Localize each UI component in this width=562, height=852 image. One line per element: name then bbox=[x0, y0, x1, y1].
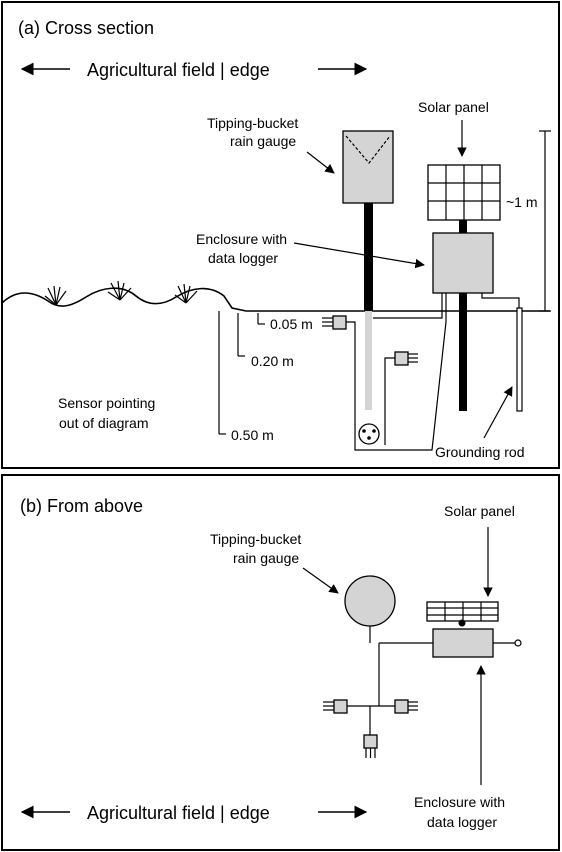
grounding-rod-label: Grounding rod bbox=[435, 444, 525, 460]
grounding-rod bbox=[516, 307, 523, 412]
sensor-b-right bbox=[394, 699, 418, 714]
sensor-b-left bbox=[323, 699, 348, 714]
rain-gauge-post bbox=[364, 203, 373, 311]
enclosure-post bbox=[459, 293, 467, 411]
solar-panel-label-a: Solar panel bbox=[418, 99, 489, 115]
crop-plant-3 bbox=[174, 283, 198, 304]
depth-label-3: 0.50 m bbox=[231, 427, 274, 443]
field-edge-label-b: Agricultural field | edge bbox=[87, 803, 270, 823]
field-edge-label-a: Agricultural field | edge bbox=[87, 60, 270, 80]
height-bracket bbox=[539, 130, 551, 312]
enclosure-label-b-2: data logger bbox=[427, 814, 497, 830]
sensor-pointing-label-2: out of diagram bbox=[59, 415, 149, 431]
rain-gauge-label-b-2: rain gauge bbox=[233, 550, 299, 566]
rain-gauge-arrow-a bbox=[306, 151, 335, 174]
solar-panel-pivot bbox=[458, 619, 466, 627]
sensor-pointing-label-1: Sensor pointing bbox=[58, 395, 155, 411]
cable-to-sensor-1 bbox=[346, 293, 447, 451]
enclosure-arrow-a bbox=[293, 242, 425, 269]
height-label: ~1 m bbox=[506, 194, 538, 210]
solar-panel-a bbox=[427, 164, 501, 221]
grounding-wire bbox=[481, 293, 520, 308]
rain-gauge-arrow-b bbox=[302, 567, 339, 594]
solar-panel-label-b: Solar panel bbox=[444, 503, 515, 519]
enclosure-label-a-2: data logger bbox=[208, 250, 278, 266]
panel-a-frame bbox=[1, 1, 560, 469]
grounding-rod-arrow bbox=[483, 386, 513, 439]
depth-scale bbox=[218, 311, 265, 435]
rain-gauge-label-a-1: Tipping-bucket bbox=[207, 115, 298, 131]
panel-a-title: (a) Cross section bbox=[18, 18, 154, 38]
enclosure-label-b-1: Enclosure with bbox=[414, 794, 505, 810]
depth-label-2: 0.20 m bbox=[251, 353, 294, 369]
ground-surface bbox=[1, 287, 550, 312]
cable-to-sensor-3 bbox=[384, 357, 395, 445]
cable-tree-b bbox=[347, 626, 433, 735]
rain-gauge-top bbox=[344, 575, 396, 627]
rain-gauge-funnel bbox=[345, 135, 391, 164]
ground-rod-b bbox=[514, 639, 522, 647]
sensor-0.50m-facing bbox=[358, 423, 380, 445]
crop-plant-1 bbox=[44, 285, 67, 306]
panel-b-frame bbox=[1, 474, 560, 851]
cable-rain-gauge bbox=[373, 293, 443, 319]
enclosure-box-b bbox=[432, 628, 494, 658]
solar-panel-mount bbox=[459, 220, 467, 233]
crop-plant-2 bbox=[107, 280, 132, 301]
sensor-0.20m bbox=[394, 351, 418, 366]
rain-gauge-label-a-2: rain gauge bbox=[230, 133, 296, 149]
sensor-b-bottom bbox=[363, 734, 378, 758]
solar-panel-b bbox=[426, 601, 499, 622]
sensor-0.05m bbox=[322, 315, 347, 330]
enclosure-box-a bbox=[432, 232, 494, 294]
rain-gauge-post-underground bbox=[365, 311, 372, 410]
depth-label-1: 0.05 m bbox=[270, 316, 313, 332]
rain-gauge-label-b-1: Tipping-bucket bbox=[210, 531, 301, 547]
enclosure-label-a-1: Enclosure with bbox=[196, 231, 287, 247]
panel-b-title: (b) From above bbox=[20, 496, 143, 516]
